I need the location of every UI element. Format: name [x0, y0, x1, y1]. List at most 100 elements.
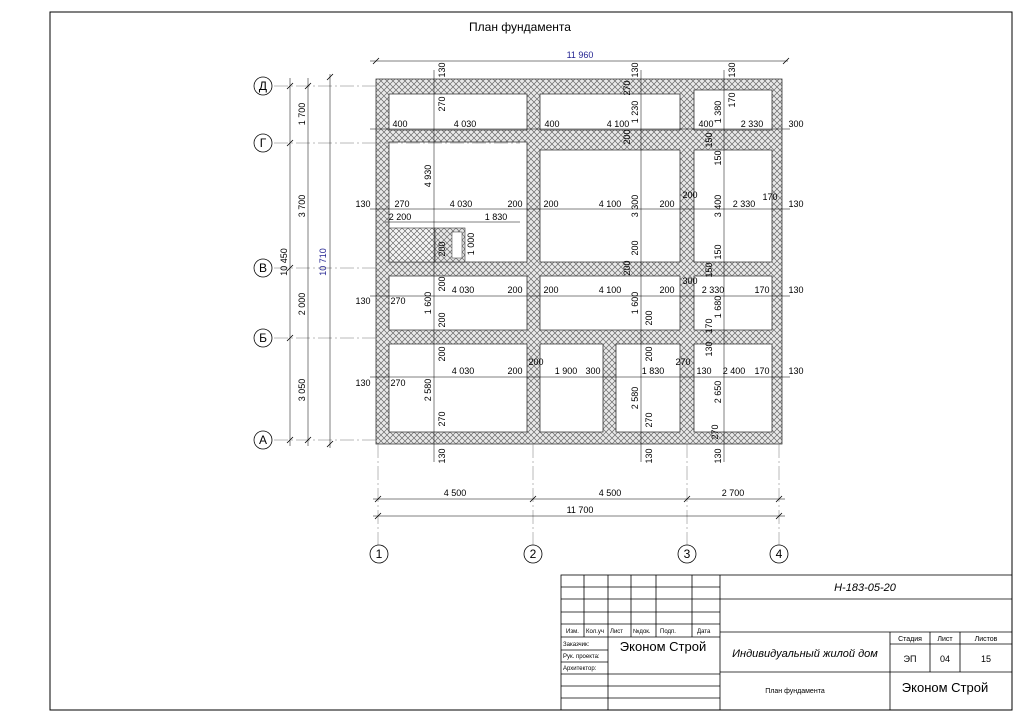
- dim-col-2: 130 270 1 230 200 3 300 200 200 1 600 20…: [622, 62, 654, 463]
- row-axis-g: Г: [260, 136, 267, 150]
- sheet-value: 04: [940, 654, 950, 664]
- dim-span-3: 2 700: [722, 488, 745, 498]
- svg-text:300: 300: [585, 366, 600, 376]
- svg-text:400: 400: [392, 119, 407, 129]
- row-axis-v: В: [259, 261, 267, 275]
- dim-overall-bottom: 11 700: [567, 505, 594, 515]
- svg-text:130: 130: [437, 448, 447, 463]
- hdr-list: Лист: [610, 629, 623, 635]
- svg-text:130: 130: [727, 62, 737, 77]
- svg-text:2 330: 2 330: [733, 199, 756, 209]
- svg-text:270: 270: [644, 412, 654, 427]
- svg-text:170: 170: [754, 366, 769, 376]
- svg-text:200: 200: [659, 285, 674, 295]
- svg-text:270: 270: [622, 80, 632, 95]
- svg-text:1 830: 1 830: [485, 212, 508, 222]
- dim-height-outer: 10 710: [318, 248, 328, 276]
- svg-text:270: 270: [390, 296, 405, 306]
- svg-text:1 000: 1 000: [466, 233, 476, 256]
- svg-text:130: 130: [630, 62, 640, 77]
- svg-text:130: 130: [788, 285, 803, 295]
- foundation-plan: Д Г В Б А 1 2 3 4 11 960 11 700 4 500 4 …: [253, 50, 804, 564]
- dim-col-3: 130 170 1 380 150 150 3 400 150 150 1 68…: [704, 62, 737, 463]
- svg-text:2 580: 2 580: [630, 387, 640, 410]
- svg-text:3 300: 3 300: [630, 195, 640, 218]
- hdr-data: Дата: [697, 629, 711, 635]
- svg-text:400: 400: [544, 119, 559, 129]
- svg-text:4 930: 4 930: [423, 165, 433, 188]
- dim-left-2: 3 700: [297, 195, 307, 218]
- hdr-izm: Изм.: [566, 629, 579, 635]
- dim-left-4: 3 050: [297, 379, 307, 402]
- svg-text:4 100: 4 100: [599, 285, 622, 295]
- svg-text:200: 200: [437, 346, 447, 361]
- row-axis-b: Б: [259, 331, 267, 345]
- svg-text:300: 300: [682, 276, 697, 286]
- svg-text:270: 270: [394, 199, 409, 209]
- company-right: Эконом Строй: [902, 680, 988, 695]
- dim-row-1: 400 4 030 400 4 100 400 2 330 300: [392, 119, 803, 129]
- svg-text:200: 200: [543, 285, 558, 295]
- svg-text:1 600: 1 600: [423, 292, 433, 315]
- svg-text:300: 300: [788, 119, 803, 129]
- drawing-name: План фундамента: [765, 688, 825, 695]
- svg-text:2 650: 2 650: [713, 381, 723, 404]
- svg-text:150: 150: [704, 262, 714, 277]
- svg-text:2 330: 2 330: [702, 285, 725, 295]
- stage-label: Стадия: [898, 636, 922, 643]
- svg-text:200: 200: [437, 241, 447, 256]
- svg-text:200: 200: [622, 129, 632, 144]
- svg-text:2 330: 2 330: [741, 119, 764, 129]
- svg-text:4 100: 4 100: [599, 199, 622, 209]
- row-axis-a: А: [259, 433, 267, 447]
- dim-span-2: 4 500: [599, 488, 622, 498]
- svg-text:170: 170: [762, 192, 777, 202]
- dim-row-4: 130 270 4 030 200 200 1 900 300 1 830 27…: [355, 357, 803, 388]
- svg-text:130: 130: [355, 199, 370, 209]
- svg-text:130: 130: [644, 448, 654, 463]
- pad-inner: [451, 231, 463, 259]
- svg-text:400: 400: [698, 119, 713, 129]
- dim-span-1: 4 500: [444, 488, 467, 498]
- svg-text:4 030: 4 030: [452, 285, 475, 295]
- col-axis-2: 2: [530, 547, 537, 561]
- svg-text:200: 200: [682, 190, 697, 200]
- svg-text:4 030: 4 030: [450, 199, 473, 209]
- dim-row-3: 130 270 4 030 200 200 4 100 200 300 2 33…: [355, 276, 803, 306]
- svg-text:200: 200: [507, 199, 522, 209]
- company-left: Эконом Строй: [620, 639, 706, 654]
- foundation-walls: [375, 78, 783, 445]
- title-block-text: Н-183-05-20 Изм. Кол.уч Лист №док. Подп.…: [563, 582, 998, 695]
- svg-text:200: 200: [622, 260, 632, 275]
- svg-text:130: 130: [696, 366, 711, 376]
- sheet-frame: [49, 11, 1013, 711]
- svg-text:270: 270: [437, 96, 447, 111]
- svg-text:4 030: 4 030: [452, 366, 475, 376]
- sheet-label: Лист: [937, 636, 953, 643]
- svg-text:200: 200: [528, 357, 543, 367]
- col-axis-4: 4: [776, 547, 783, 561]
- svg-text:200: 200: [437, 312, 447, 327]
- project-name: Индивидуальный жилой дом: [732, 648, 878, 660]
- svg-text:200: 200: [543, 199, 558, 209]
- svg-text:270: 270: [710, 424, 720, 439]
- svg-text:4 100: 4 100: [607, 119, 630, 129]
- svg-text:200: 200: [630, 240, 640, 255]
- role-customer: Заказчик:: [563, 642, 590, 648]
- svg-text:2 200: 2 200: [389, 212, 412, 222]
- svg-text:130: 130: [355, 296, 370, 306]
- dim-height-inner: 10 450: [279, 248, 289, 276]
- sheets-value: 15: [981, 654, 991, 664]
- dim-left-3: 2 000: [297, 293, 307, 316]
- hdr-podp: Подп.: [660, 629, 676, 635]
- role-architect: Архитектор:: [563, 666, 597, 672]
- svg-text:270: 270: [437, 411, 447, 426]
- drawing-title: План фундамента: [469, 20, 571, 34]
- svg-text:200: 200: [437, 276, 447, 291]
- svg-text:1 230: 1 230: [630, 101, 640, 124]
- svg-text:150: 150: [704, 132, 714, 147]
- row-axis-d: Д: [259, 79, 267, 93]
- pad-block: [388, 227, 436, 263]
- svg-text:200: 200: [659, 199, 674, 209]
